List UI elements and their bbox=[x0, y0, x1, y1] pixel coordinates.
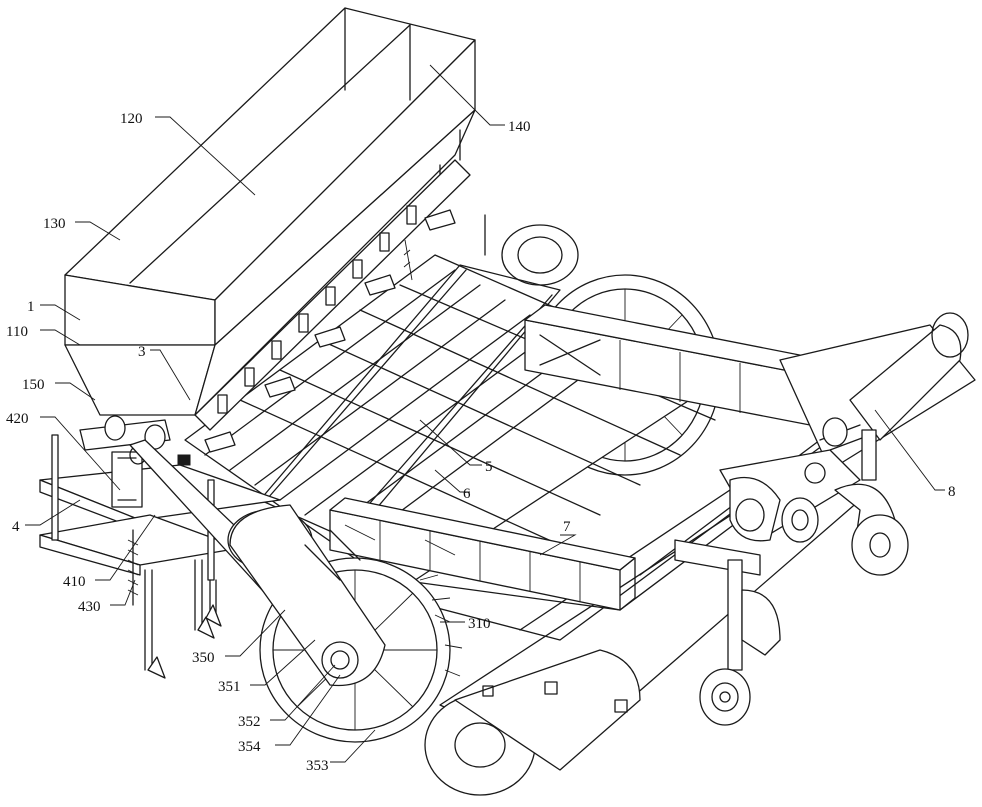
label-7: 7 bbox=[563, 519, 571, 535]
label-130: 130 bbox=[43, 216, 66, 232]
label-351: 351 bbox=[218, 679, 241, 695]
label-420: 420 bbox=[6, 411, 29, 427]
label-410: 410 bbox=[63, 574, 86, 590]
label-140: 140 bbox=[508, 119, 531, 135]
label-8: 8 bbox=[948, 484, 956, 500]
label-352: 352 bbox=[238, 714, 261, 730]
label-430: 430 bbox=[78, 599, 101, 615]
rear-hitch-mechanism bbox=[674, 449, 909, 726]
label-6: 6 bbox=[463, 486, 471, 502]
rear-press-roller bbox=[424, 469, 861, 796]
label-5: 5 bbox=[485, 459, 493, 475]
label-350: 350 bbox=[192, 650, 215, 666]
label-310: 310 bbox=[468, 616, 491, 632]
part-labels: 120 140 130 1 110 3 150 420 4 410 430 35… bbox=[6, 111, 956, 774]
label-1: 1 bbox=[27, 299, 35, 315]
label-3: 3 bbox=[138, 344, 146, 360]
label-150: 150 bbox=[22, 377, 45, 393]
front-cross-beam bbox=[329, 497, 636, 611]
drive-shaft-assembly bbox=[79, 415, 191, 508]
label-120: 120 bbox=[120, 111, 143, 127]
leader-lines bbox=[25, 64, 945, 763]
left-sowing-frame bbox=[39, 434, 281, 679]
rear-leveling-roller bbox=[779, 312, 976, 481]
seed-metering-row bbox=[194, 159, 486, 453]
chain-belt-drive bbox=[129, 439, 386, 687]
seed-hopper bbox=[64, 7, 476, 416]
label-353: 353 bbox=[306, 758, 329, 774]
label-354: 354 bbox=[238, 739, 261, 755]
label-110: 110 bbox=[6, 324, 28, 340]
label-4: 4 bbox=[12, 519, 20, 535]
